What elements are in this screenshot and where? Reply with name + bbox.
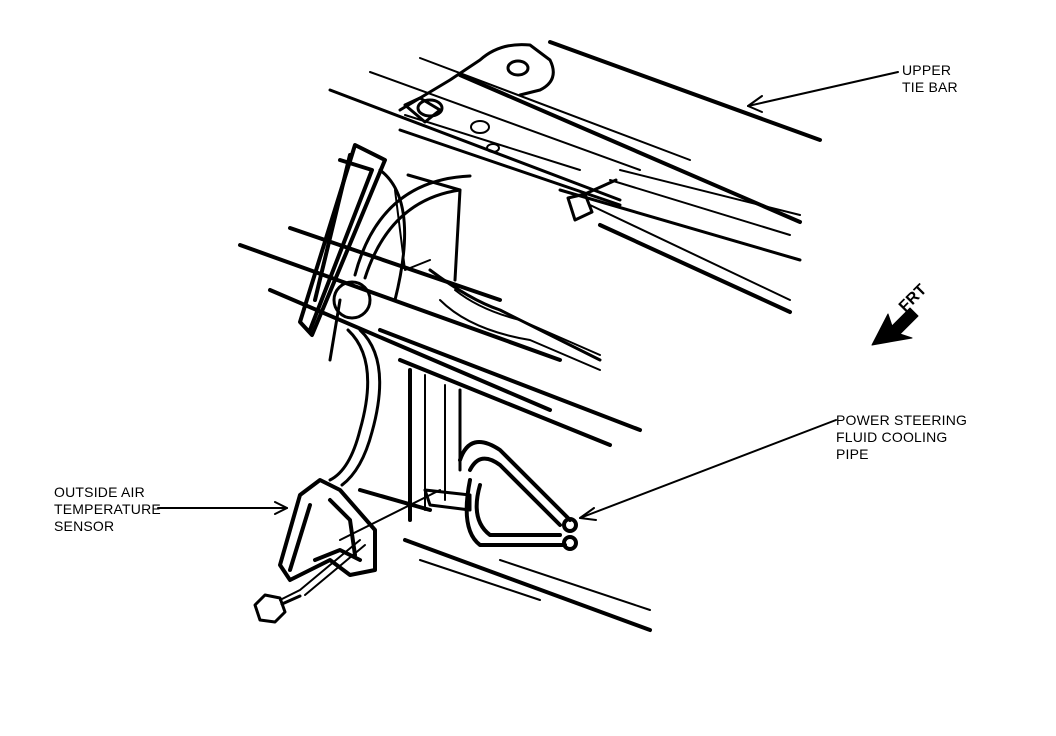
label-line: FLUID COOLING — [836, 429, 948, 445]
label-line: SENSOR — [54, 518, 115, 534]
front-arrow-icon — [871, 307, 919, 346]
label-line: PIPE — [836, 446, 869, 462]
upper-tie-bar — [328, 40, 822, 314]
leader-lines — [157, 71, 899, 521]
label-line: OUTSIDE AIR — [54, 484, 145, 500]
label-line: TIE BAR — [902, 79, 958, 95]
outside-air-sensor — [278, 478, 441, 601]
outside-air-sensor-label: OUTSIDE AIR TEMPERATURE SENSOR — [54, 484, 161, 535]
label-line: POWER STEERING — [836, 412, 968, 428]
radiator-support — [238, 226, 652, 632]
bolt — [253, 593, 302, 624]
label-line: UPPER — [902, 62, 952, 78]
upper-tie-bar-label: UPPER TIE BAR — [902, 62, 958, 96]
power-steering-label: POWER STEERING FLUID COOLING PIPE — [836, 412, 967, 463]
tie-bar-clip — [566, 178, 618, 222]
label-line: TEMPERATURE — [54, 501, 161, 517]
power-steering-pipe — [423, 440, 578, 551]
